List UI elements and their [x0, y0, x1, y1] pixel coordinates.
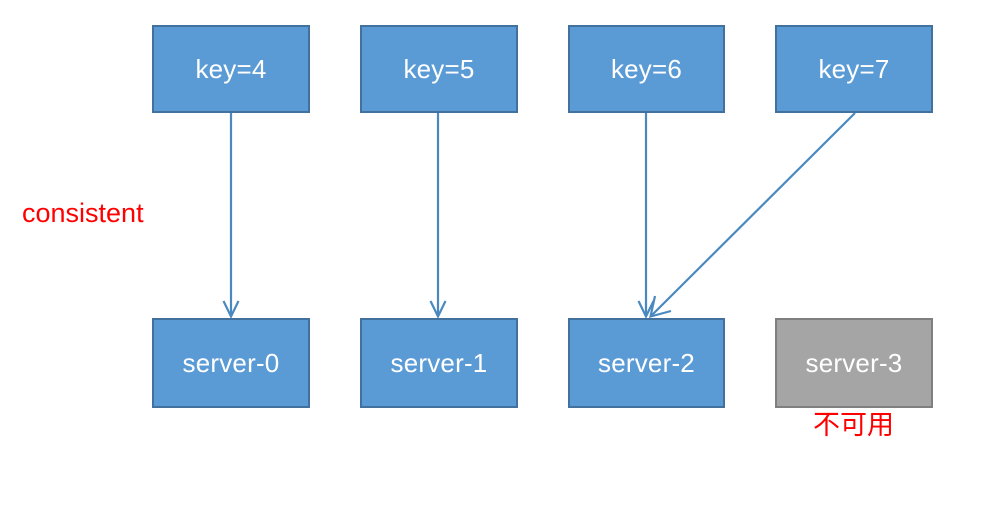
edge-key5-to-server1: [429, 113, 447, 320]
server-node-2[interactable]: server-2: [568, 318, 725, 408]
edge-key6-to-server2: [637, 113, 655, 320]
consistent-annotation: consistent: [22, 198, 144, 228]
server-node-label: server-1: [390, 348, 488, 378]
edge-key4-to-server0: [222, 113, 240, 320]
server-node-label: server-0: [182, 348, 280, 378]
key-node-label: key=5: [403, 54, 475, 84]
key-node-1[interactable]: key=5: [360, 25, 518, 113]
key-node-2[interactable]: key=6: [568, 25, 725, 113]
server-node-3-unavailable[interactable]: server-3: [775, 318, 933, 408]
key-node-0[interactable]: key=4: [152, 25, 310, 113]
key-node-label: key=4: [195, 54, 267, 84]
server-node-0[interactable]: server-0: [152, 318, 310, 408]
server-node-label: server-2: [598, 348, 695, 378]
server-node-1[interactable]: server-1: [360, 318, 518, 408]
key-node-label: key=6: [610, 54, 683, 84]
edge-key7-to-server2: [649, 112, 856, 319]
key-node-3[interactable]: key=7: [775, 25, 933, 113]
unavailable-annotation: 不可用: [813, 410, 894, 440]
server-node-label: server-3: [805, 348, 903, 378]
key-node-label: key=7: [818, 54, 890, 84]
